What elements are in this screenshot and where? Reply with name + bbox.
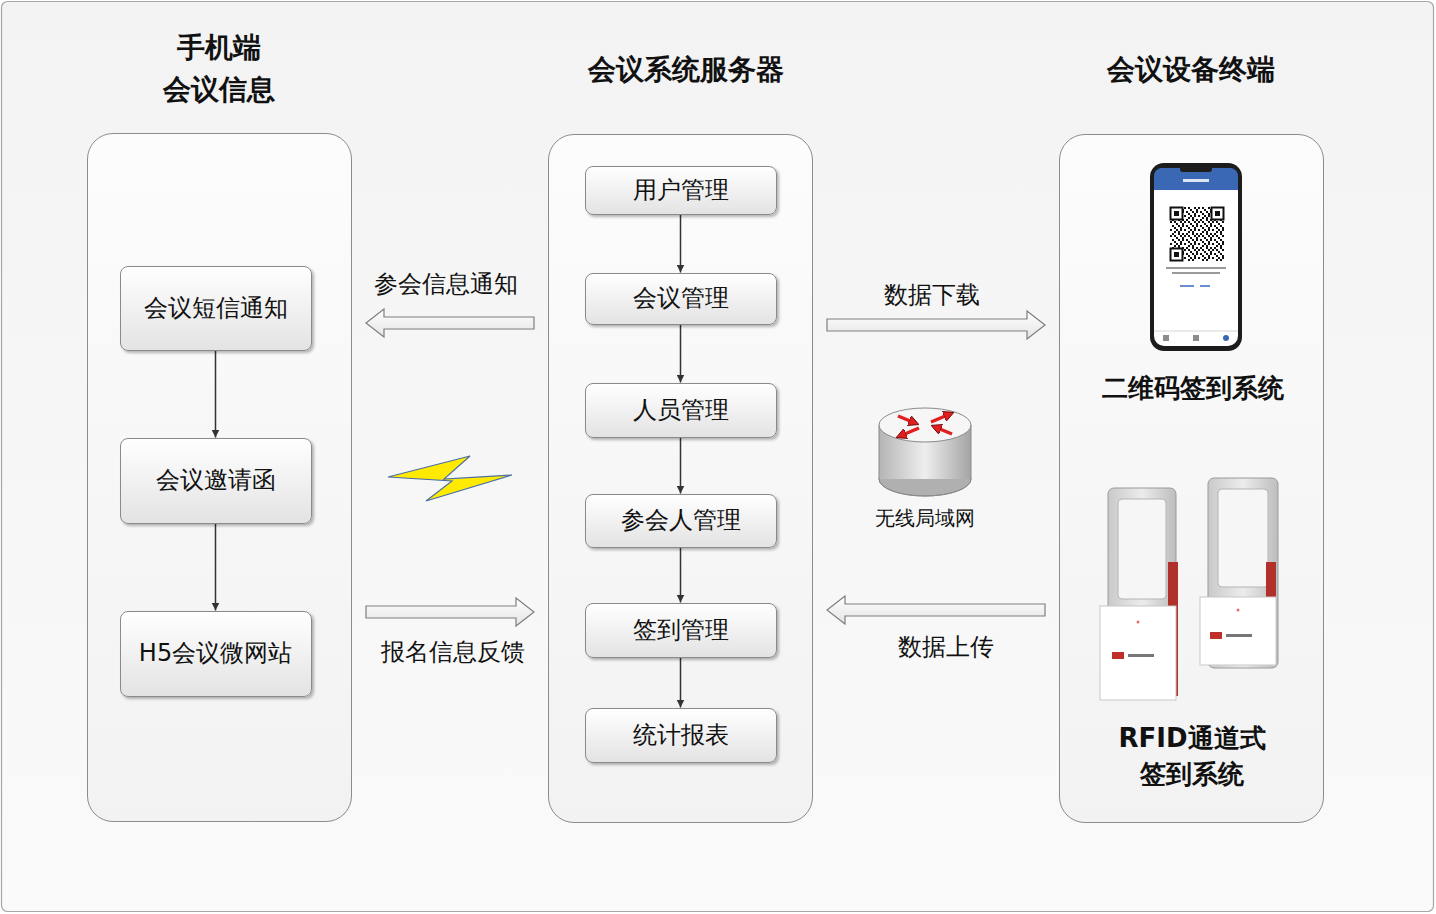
panel: 会议设备终端 — [1059, 134, 1324, 823]
transfer-arrow — [366, 598, 534, 626]
box-label: H5会议微网站 — [139, 639, 292, 668]
process-box: 会议管理 — [585, 273, 777, 325]
transfer-arrow — [366, 309, 534, 337]
device-label: RFID通道式 签到系统 — [1107, 720, 1277, 793]
gate-logo-text — [1128, 654, 1154, 657]
rfid-gate-illustration — [1100, 478, 1278, 700]
phone-header — [1154, 180, 1238, 190]
phone-screen — [1154, 168, 1238, 346]
phone-title — [1183, 179, 1209, 182]
box-label: 签到管理 — [633, 616, 729, 645]
gate-opening — [1118, 499, 1166, 599]
process-box: 统计报表 — [585, 708, 777, 763]
panel-fill — [548, 134, 813, 823]
box-label: 人员管理 — [633, 396, 729, 425]
router-edge — [879, 479, 971, 496]
lightning-bolt — [388, 456, 512, 501]
flow-arrow — [680, 438, 682, 494]
qr-finder — [1211, 207, 1224, 220]
phone-link — [1200, 285, 1210, 287]
panel: 会议短信通知会议邀请函H5会议微网站手机端 会议信息 — [87, 133, 352, 822]
process-box: 会议短信通知 — [120, 266, 312, 351]
gate-logo — [1210, 632, 1222, 639]
panel-heading: 会议设备终端 — [1059, 49, 1324, 91]
phone-body — [1150, 163, 1242, 351]
router-edge — [971, 425, 972, 479]
transfer-arrow — [827, 596, 1045, 624]
flow-arrow — [680, 548, 682, 603]
phone-tabbar — [1154, 331, 1238, 332]
box-label: 会议管理 — [633, 284, 729, 313]
router-arrow — [898, 416, 915, 423]
process-box: 用户管理 — [585, 166, 777, 215]
edge-label: 参会信息通知 — [374, 270, 518, 299]
router-icon — [879, 408, 971, 496]
box-label: 会议邀请函 — [156, 466, 276, 495]
qr-finder — [1170, 207, 1183, 220]
process-box: 人员管理 — [585, 383, 777, 438]
transfer-arrow — [827, 311, 1045, 339]
panel-fill — [1059, 134, 1324, 823]
box-label: 会议短信通知 — [144, 294, 288, 323]
lightning-symbol — [388, 456, 512, 501]
phone-text-line — [1166, 267, 1226, 269]
panel-heading: 会议系统服务器 — [554, 49, 819, 91]
flow-arrow — [680, 658, 682, 708]
flow-arrow — [680, 215, 682, 273]
phone-notch — [1180, 165, 1212, 172]
phone-link — [1180, 285, 1194, 287]
phone-tab-icon — [1223, 335, 1229, 341]
phone-tab-icon — [1193, 335, 1199, 341]
flow-arrow — [215, 524, 217, 611]
gate-logo — [1112, 652, 1124, 659]
qr-modules — [1170, 207, 1224, 261]
gate-opening — [1218, 489, 1268, 587]
phone-text-line — [1172, 272, 1220, 274]
router-arrow — [935, 427, 952, 434]
process-box: 会议邀请函 — [120, 438, 312, 524]
edge-label: 数据上传 — [898, 633, 994, 662]
router-edge — [879, 425, 880, 479]
device-label: 二维码签到系统 — [1063, 370, 1323, 406]
process-box: H5会议微网站 — [120, 611, 312, 697]
qr-finder — [1170, 248, 1183, 261]
process-box: 签到管理 — [585, 603, 777, 658]
qr-finder — [1215, 211, 1220, 216]
panel: 用户管理会议管理人员管理参会人管理签到管理统计报表会议系统服务器 — [548, 134, 813, 823]
edge-label: 报名信息反馈 — [381, 638, 525, 667]
qr-finder — [1174, 211, 1179, 216]
gate-logo-text — [1226, 634, 1252, 637]
flow-arrow — [680, 325, 682, 383]
box-label: 统计报表 — [633, 721, 729, 750]
gate-dot — [1137, 621, 1140, 624]
phone-tab-icon — [1163, 335, 1169, 341]
panel-fill — [87, 133, 352, 822]
edge-label: 数据下载 — [884, 281, 980, 310]
router-arrow — [900, 428, 919, 436]
qr-finder — [1171, 208, 1183, 220]
process-box: 参会人管理 — [585, 494, 777, 548]
gate-base — [1100, 606, 1176, 700]
box-label: 用户管理 — [633, 176, 729, 205]
panel-heading: 手机端 会议信息 — [144, 27, 294, 111]
qr-finder — [1171, 249, 1183, 261]
qr-finder — [1174, 252, 1179, 257]
flow-arrow — [215, 351, 217, 438]
box-label: 参会人管理 — [621, 506, 741, 535]
router-arrow — [931, 414, 950, 422]
phone-illustration — [1150, 163, 1242, 351]
router-top — [879, 408, 971, 442]
gate-base — [1200, 597, 1276, 665]
qr-finder — [1212, 208, 1224, 220]
gate-dot — [1237, 609, 1240, 612]
network-label: 无线局域网 — [845, 504, 1005, 532]
